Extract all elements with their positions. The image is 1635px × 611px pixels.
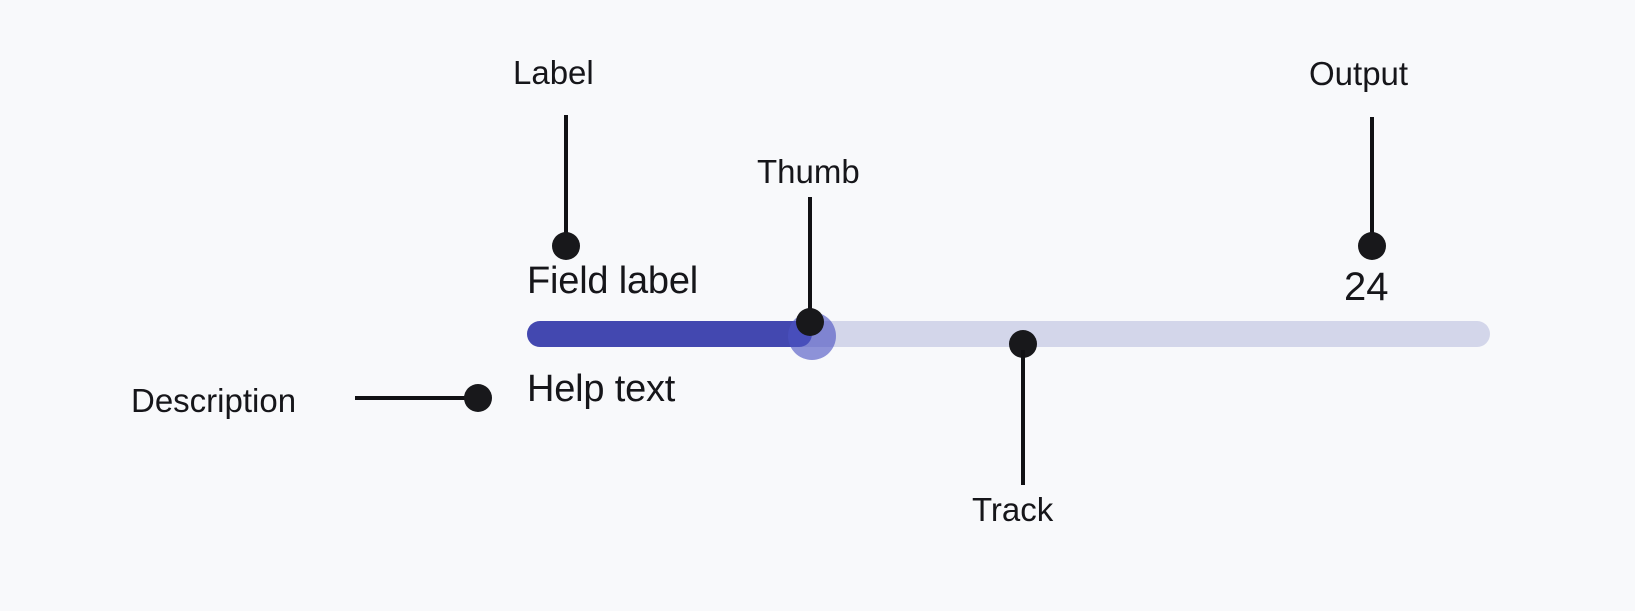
annotation-dot-description (464, 384, 492, 412)
annotation-label-output: Output (1309, 55, 1409, 92)
slider-output-value: 24 (1344, 265, 1389, 309)
annotation-dot-thumb (796, 308, 824, 336)
slider-component: Field label Help text (527, 262, 1490, 408)
annotation-leader-line-description (355, 396, 475, 400)
annotation-label-label: Label (513, 54, 594, 91)
annotation-label-thumb: Thumb (757, 153, 860, 190)
annotation-label-track: Track (972, 491, 1054, 528)
slider-help-text: Help text (527, 368, 676, 410)
slider-field-label: Field label (527, 260, 699, 302)
slider-track-fill (527, 321, 812, 347)
annotation-leader-line-track (1021, 350, 1025, 485)
annotation-leader-line-output (1370, 117, 1374, 250)
annotation-dot-output (1358, 232, 1386, 260)
annotation-leader-line-label (564, 115, 568, 250)
annotation-leader-line-thumb (808, 197, 812, 325)
annotation-dot-label (552, 232, 580, 260)
annotation-label-description: Description (131, 382, 297, 419)
